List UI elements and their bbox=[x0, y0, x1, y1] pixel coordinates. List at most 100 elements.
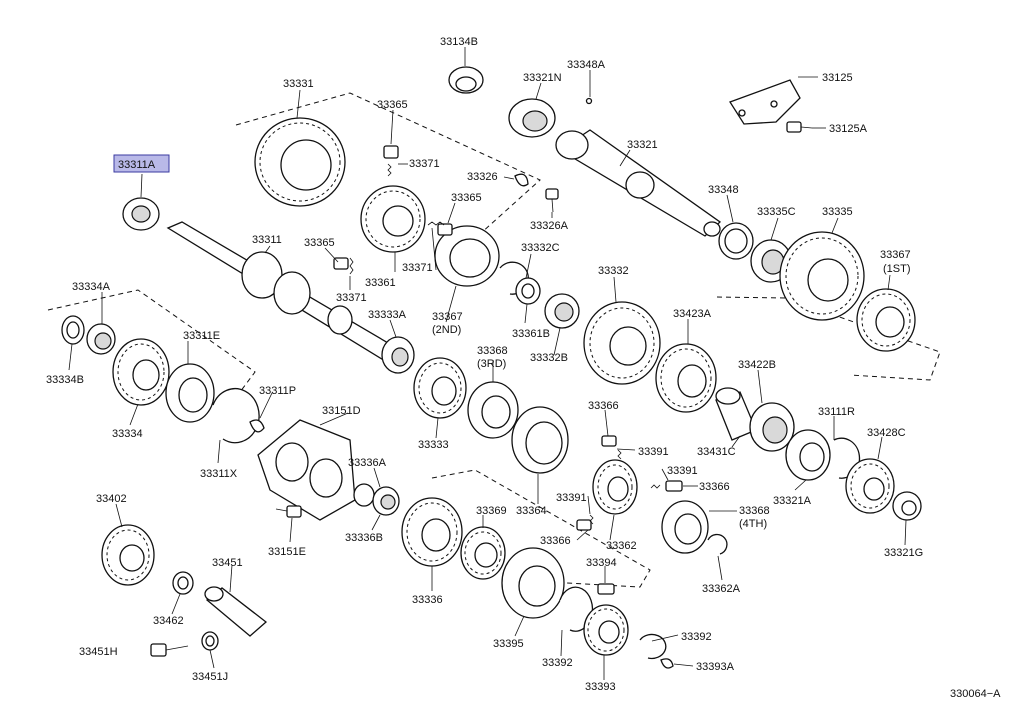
label-33326A[interactable]: 33326A bbox=[530, 220, 569, 232]
part-33371-mid-shape[interactable] bbox=[427, 221, 445, 226]
label-33321N[interactable]: 33321N bbox=[523, 72, 562, 84]
label-33393[interactable]: 33393 bbox=[585, 681, 616, 693]
label-33392-right[interactable]: 33392 bbox=[681, 631, 712, 643]
label-33369[interactable]: 33369 bbox=[476, 505, 507, 517]
label-33362A[interactable]: 33362A bbox=[702, 583, 741, 595]
label-33422B[interactable]: 33422B bbox=[738, 359, 776, 371]
label-33311P[interactable]: 33311P bbox=[259, 385, 296, 397]
label-33311[interactable]: 33311 bbox=[252, 234, 282, 246]
label-33333A[interactable]: 33333A bbox=[368, 309, 407, 321]
label-33392-left[interactable]: 33392 bbox=[542, 657, 573, 669]
part-33311A-shape[interactable] bbox=[122, 197, 160, 231]
part-33365-mid-shape[interactable] bbox=[437, 223, 453, 236]
label-33326[interactable]: 33326 bbox=[467, 171, 498, 183]
part-33333A-shape[interactable] bbox=[381, 336, 415, 374]
label-33134B[interactable]: 33134B bbox=[440, 36, 478, 48]
label-33365-low[interactable]: 33365 bbox=[304, 237, 335, 249]
label-33391-low[interactable]: 33391 bbox=[556, 492, 587, 504]
part-33332B-shape[interactable] bbox=[544, 293, 580, 329]
label-33366-top[interactable]: 33366 bbox=[588, 400, 619, 412]
label-33334B[interactable]: 33334B bbox=[46, 374, 84, 386]
label-33395[interactable]: 33395 bbox=[493, 638, 524, 650]
part-33394-shape[interactable] bbox=[597, 583, 615, 595]
part-33333-shape[interactable] bbox=[413, 357, 467, 419]
part-33366-mid-shape[interactable] bbox=[665, 480, 683, 492]
part-33392-right-shape[interactable] bbox=[639, 633, 667, 660]
part-33402-shape[interactable] bbox=[101, 524, 155, 586]
label-33368-4th[interactable]: 33368 bbox=[739, 505, 770, 517]
label-33333[interactable]: 33333 bbox=[418, 439, 449, 451]
part-33451H-shape[interactable] bbox=[150, 643, 189, 657]
part-33321G-shape[interactable] bbox=[892, 491, 922, 521]
part-33326-shape[interactable] bbox=[514, 173, 529, 187]
part-33371-top-shape[interactable] bbox=[387, 163, 392, 177]
part-33393-shape[interactable] bbox=[583, 604, 629, 656]
part-33348-shape[interactable] bbox=[718, 222, 754, 260]
label-33331[interactable]: 33331 bbox=[283, 78, 314, 90]
part-33361-shape[interactable] bbox=[360, 185, 426, 253]
label-33366-mid[interactable]: 33366 bbox=[699, 481, 730, 493]
label-33332B[interactable]: 33332B bbox=[530, 352, 568, 364]
part-33367-2nd-shape[interactable] bbox=[434, 225, 500, 287]
part-33361B-shape[interactable] bbox=[515, 277, 541, 305]
part-33321A-shape[interactable] bbox=[785, 429, 831, 481]
part-33422B-shape[interactable] bbox=[749, 402, 795, 452]
label-33423A[interactable]: 33423A bbox=[673, 308, 712, 320]
label-33336A[interactable]: 33336A bbox=[348, 457, 387, 469]
part-33331-shape[interactable] bbox=[254, 117, 346, 207]
label-33361B[interactable]: 33361B bbox=[512, 328, 550, 340]
label-33362[interactable]: 33362 bbox=[606, 540, 637, 552]
label-33365-top[interactable]: 33365 bbox=[377, 99, 408, 111]
label-33335[interactable]: 33335 bbox=[822, 206, 853, 218]
label-33462[interactable]: 33462 bbox=[153, 615, 184, 627]
part-33134B-shape[interactable] bbox=[448, 66, 484, 94]
label-33334A[interactable]: 33334A bbox=[72, 281, 111, 293]
part-33365-top-shape[interactable] bbox=[383, 145, 399, 159]
label-33451J[interactable]: 33451J bbox=[192, 671, 228, 683]
part-33348A-shape[interactable] bbox=[585, 97, 593, 105]
label-33335C[interactable]: 33335C bbox=[757, 206, 796, 218]
label-33334[interactable]: 33334 bbox=[112, 428, 143, 440]
part-33366-top-shape[interactable] bbox=[601, 435, 617, 447]
label-33371-low[interactable]: 33371 bbox=[336, 292, 367, 304]
label-33391-mid[interactable]: 33391 bbox=[667, 465, 698, 477]
part-33335-shape[interactable] bbox=[779, 231, 865, 321]
label-33366-low[interactable]: 33366 bbox=[540, 535, 571, 547]
part-33326A-shape[interactable] bbox=[545, 188, 559, 213]
part-33151D-shape[interactable] bbox=[257, 419, 356, 521]
part-33393A-shape[interactable] bbox=[660, 658, 674, 669]
part-33336-shape[interactable] bbox=[401, 497, 463, 567]
part-33392-left-shape[interactable] bbox=[559, 586, 594, 632]
part-33423A-shape[interactable] bbox=[655, 343, 717, 413]
part-33391-top-shape[interactable] bbox=[617, 449, 622, 460]
label-33336[interactable]: 33336 bbox=[412, 594, 443, 606]
part-33311P-shape[interactable] bbox=[249, 419, 265, 433]
label-33393A[interactable]: 33393A bbox=[696, 661, 735, 673]
label-33367-2nd[interactable]: 33367 bbox=[432, 311, 463, 323]
part-33125A-shape[interactable] bbox=[786, 121, 813, 133]
label-33365-mid[interactable]: 33365 bbox=[451, 192, 482, 204]
label-33111R[interactable]: 33111R bbox=[818, 406, 855, 418]
part-33391-mid-shape[interactable] bbox=[650, 484, 661, 489]
label-33428C[interactable]: 33428C bbox=[867, 427, 906, 439]
label-33151D[interactable]: 33151D bbox=[322, 405, 361, 417]
label-33332[interactable]: 33332 bbox=[598, 265, 629, 277]
label-33321[interactable]: 33321 bbox=[627, 139, 658, 151]
part-33334B-shape[interactable] bbox=[61, 315, 85, 345]
label-33311E[interactable]: 33311E bbox=[183, 330, 220, 342]
part-33368-4th-shape[interactable] bbox=[661, 500, 709, 554]
label-33151E[interactable]: 33151E bbox=[268, 546, 306, 558]
label-33361[interactable]: 33361 bbox=[365, 277, 396, 289]
part-33334A-shape[interactable] bbox=[86, 323, 116, 355]
label-33125A[interactable]: 33125A bbox=[829, 123, 868, 135]
part-33462-shape[interactable] bbox=[172, 571, 194, 595]
part-33321N-shape[interactable] bbox=[508, 98, 556, 138]
part-33369-shape[interactable] bbox=[460, 526, 506, 580]
part-33151E-shape[interactable] bbox=[275, 505, 302, 518]
part-33334-shape[interactable] bbox=[112, 338, 170, 406]
label-33371-mid[interactable]: 33371 bbox=[402, 262, 433, 274]
label-33371-top[interactable]: 33371 bbox=[409, 158, 440, 170]
part-33362A-shape[interactable] bbox=[707, 533, 728, 555]
part-33311X-shape[interactable] bbox=[212, 388, 260, 444]
part-33321-shape[interactable] bbox=[555, 129, 722, 237]
